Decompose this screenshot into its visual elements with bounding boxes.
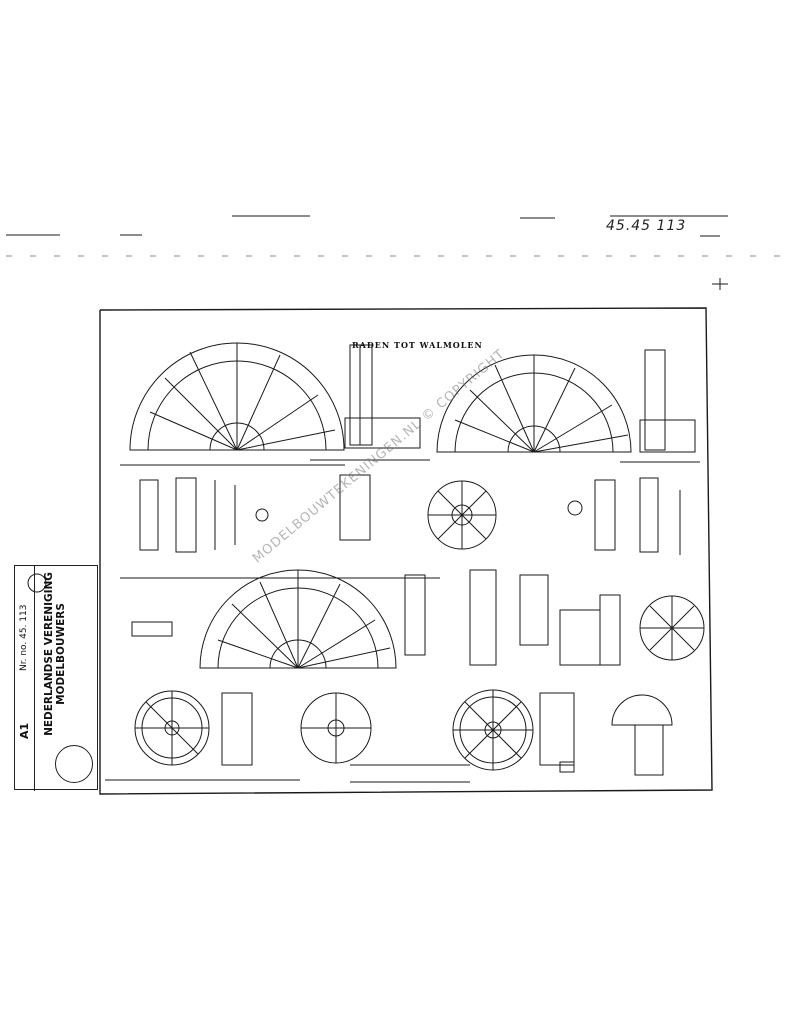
wheel-half-center <box>199 569 397 669</box>
wheels-bottom-row <box>105 689 673 783</box>
wheel-half-right <box>436 354 632 453</box>
shaft-detail-left <box>310 344 430 461</box>
sheet-number: Nr. no. 45. 113 <box>19 604 29 671</box>
shaft-detail-right <box>620 349 700 463</box>
title-block: A1 Nr. no. 45. 113 NEDERLANDSE VERENIGIN… <box>14 565 99 791</box>
association-logo <box>55 745 93 783</box>
section-views-row2 <box>120 474 681 579</box>
details-row3 <box>131 569 705 666</box>
title-block-content: A1 Nr. no. 45. 113 NEDERLANDSE VERENIGIN… <box>15 566 99 791</box>
header-lines <box>6 215 780 290</box>
organization-name: NEDERLANDSE VERENIGING MODELBOUWERS <box>43 569 67 739</box>
sheet-size: A1 <box>18 722 31 739</box>
reference-number: 45.45 113 <box>606 218 687 234</box>
sheet-border <box>99 307 713 795</box>
main-title: RADEN TOT WALMOLEN <box>352 340 483 350</box>
title-block-row-top: A1 Nr. no. 45. 113 <box>15 566 35 791</box>
organization-line-1: NEDERLANDSE VERENIGING <box>43 572 55 736</box>
organization-line-2: MODELBOUWERS <box>55 603 67 705</box>
title-block-logo-detail <box>27 573 47 593</box>
wheel-half-left <box>120 342 345 466</box>
